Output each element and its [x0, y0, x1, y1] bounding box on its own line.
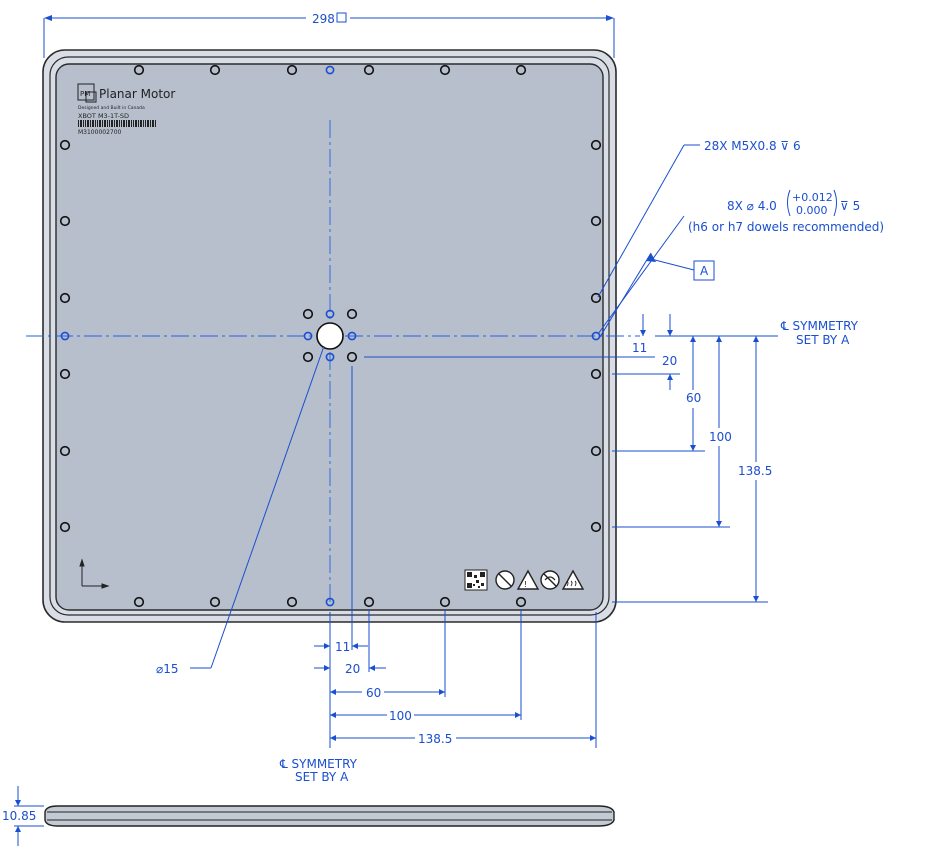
bottom-dim-20: 20 [345, 662, 360, 676]
bottom-symmetry-note: ℄ SYMMETRY SET BY A [279, 757, 358, 784]
bottom-symmetry-line2: SET BY A [295, 770, 349, 784]
no-pacemaker-icon [495, 570, 515, 590]
product-label: PM Planar Motor Designed and Built in Ca… [77, 83, 175, 136]
dowel-tolerance-lower: 0.000 [796, 204, 828, 217]
bottom-dim-100: 100 [389, 709, 412, 723]
warning-icons: ! [464, 569, 585, 591]
square-symbol-icon [336, 12, 347, 23]
bottom-dim-60: 60 [366, 686, 381, 700]
no-metal-implant-icon [540, 570, 560, 590]
right-dim-60: 60 [686, 391, 701, 405]
svg-text:!: ! [524, 580, 527, 589]
bottom-dim-138-5: 138.5 [418, 732, 452, 746]
barcode-icon [78, 120, 156, 127]
overall-width-dimension: 298 [43, 12, 615, 58]
magnetic-field-warning-icon: ! [516, 569, 540, 590]
datum-a-label: A [700, 264, 709, 278]
dowel-callout-main: 8X ⌀ 4.0 [727, 199, 777, 213]
datum-a-flag: A [599, 252, 715, 338]
bottom-symmetry-line1: ℄ SYMMETRY [279, 757, 358, 771]
right-dim-138-5: 138.5 [738, 464, 772, 478]
tapped-hole-callout: 28X M5X0.8 ⊽ 6 [597, 139, 801, 298]
axis-triad-icon [79, 558, 110, 589]
center-hole-diameter: ⌀15 [156, 662, 179, 676]
dowel-holes [60, 65, 601, 607]
dowel-note: (h6 or h7 dowels recommended) [688, 220, 884, 234]
dowel-tolerance-upper: +0.012 [792, 191, 833, 204]
thickness-dimension: 10.85 [2, 786, 44, 846]
label-small-line: Designed and Built in Canada [78, 105, 145, 111]
thickness-value: 10.85 [2, 809, 36, 823]
logo-icon: PM [80, 90, 90, 98]
dowel-hole-callout: 8X ⌀ 4.0 +0.012 0.000 ⊽ 5 (h6 or h7 dowe… [597, 189, 884, 335]
dowel-depth: ⊽ 5 [840, 199, 860, 213]
perimeter-holes [59, 64, 602, 608]
bottom-dim-11: 11 [335, 640, 350, 654]
overall-width-text: 298 [312, 12, 335, 26]
hot-surface-warning-icon [561, 569, 585, 590]
plate-side-view [44, 805, 615, 827]
right-dimensions: 11 20 60 100 138.5 [364, 314, 772, 603]
right-dim-100: 100 [709, 430, 732, 444]
right-symmetry-line2: SET BY A [796, 333, 850, 347]
right-dim-20: 20 [662, 354, 677, 368]
serial-number: M3100002700 [78, 129, 122, 136]
right-dim-11: 11 [632, 341, 647, 355]
right-symmetry-line1: ℄ SYMMETRY [780, 319, 859, 333]
part-number: XBOT M3-1T-SD [78, 112, 129, 120]
tapped-hole-callout-text: 28X M5X0.8 ⊽ 6 [704, 139, 801, 153]
brand-name: Planar Motor [99, 87, 175, 101]
bottom-dimensions: 11 20 60 100 138.5 [314, 366, 597, 748]
qr-code-icon [464, 569, 488, 591]
center-hole-cluster [302, 308, 358, 363]
right-symmetry-note: ℄ SYMMETRY SET BY A [655, 319, 859, 347]
center-hole-leader: ⌀15 [156, 345, 325, 676]
